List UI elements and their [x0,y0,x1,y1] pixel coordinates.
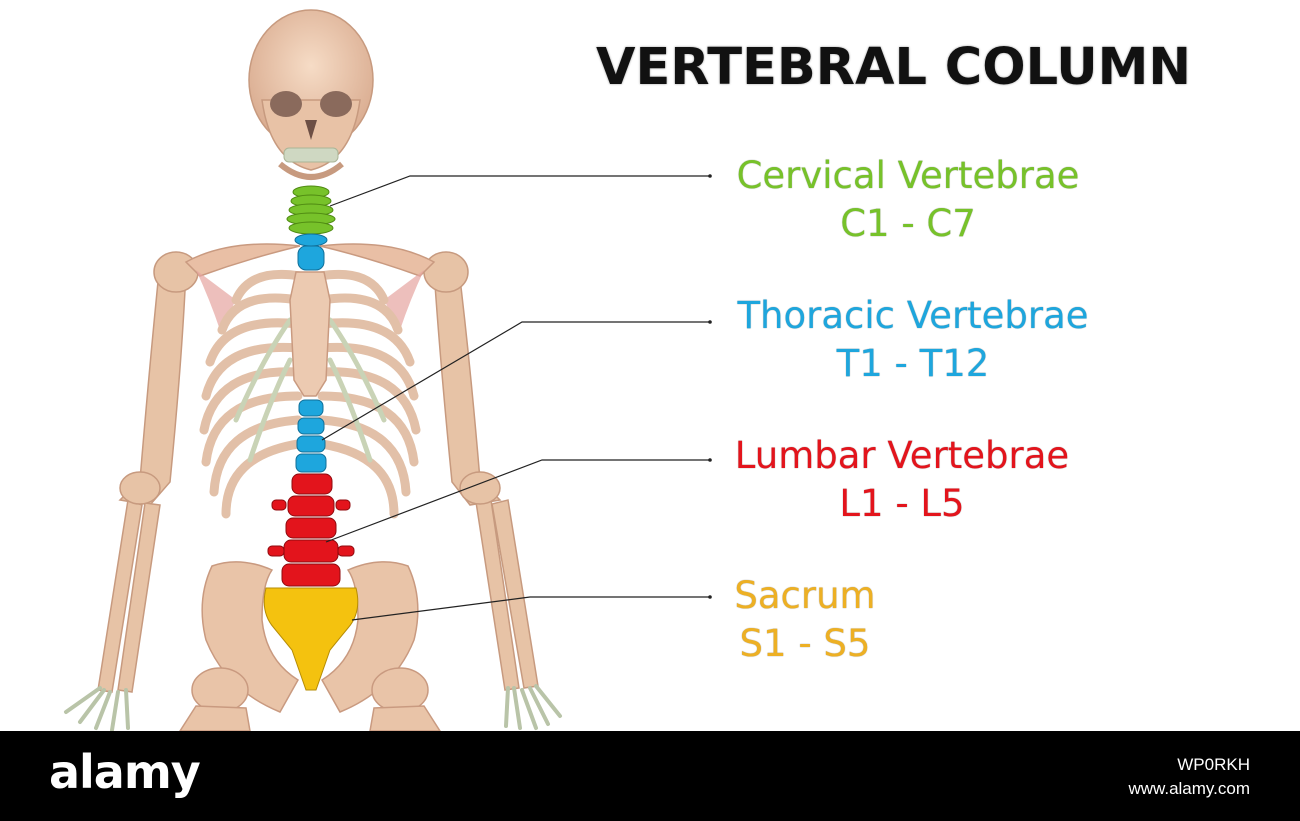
page-title: VERTEBRAL COLUMN [596,38,1192,97]
sacrum-range: S1 - S5 [739,622,871,665]
thoracic-vertebrae [294,233,328,473]
leader-cervical [329,175,710,207]
label-lumbar: Lumbar Vertebrae L1 - L5 [712,432,1092,528]
cervical-vertebrae [286,185,336,235]
sacrum-bone [263,587,359,691]
thoracic-name: Thoracic Vertebrae [737,294,1089,337]
image-id: WP0RKH [1177,755,1250,774]
leader-lumbar [325,459,710,543]
skeleton-illustration [64,9,562,731]
leader-sacrum [351,596,710,621]
label-sacrum: Sacrum S1 - S5 [700,572,910,668]
site-url: www.alamy.com [1128,779,1250,798]
skull [248,9,374,180]
label-cervical: Cervical Vertebrae C1 - C7 [718,152,1098,248]
lumbar-name: Lumbar Vertebrae [734,434,1070,477]
rib-cage [199,269,421,519]
cervical-range: C1 - C7 [840,202,976,245]
thoracic-range: T1 - T12 [836,342,990,385]
watermark-footer: alamy WP0RKH www.alamy.com [0,731,1300,821]
lumbar-vertebrae [267,473,355,587]
lumbar-range: L1 - L5 [839,482,965,525]
cervical-name: Cervical Vertebrae [736,154,1080,197]
hand-bones [64,684,562,731]
pelvis [179,561,441,731]
sternum [289,271,331,397]
sacrum-name: Sacrum [734,574,876,617]
label-thoracic: Thoracic Vertebrae T1 - T12 [718,292,1108,388]
diagram-stage: VERTEBRAL COLUMN Cervical Vertebrae C1 -… [64,9,1192,731]
leader-thoracic [321,321,710,441]
alamy-logo: alamy [49,745,201,799]
costal-cartilage [233,317,387,463]
leader-lines [321,174,712,621]
